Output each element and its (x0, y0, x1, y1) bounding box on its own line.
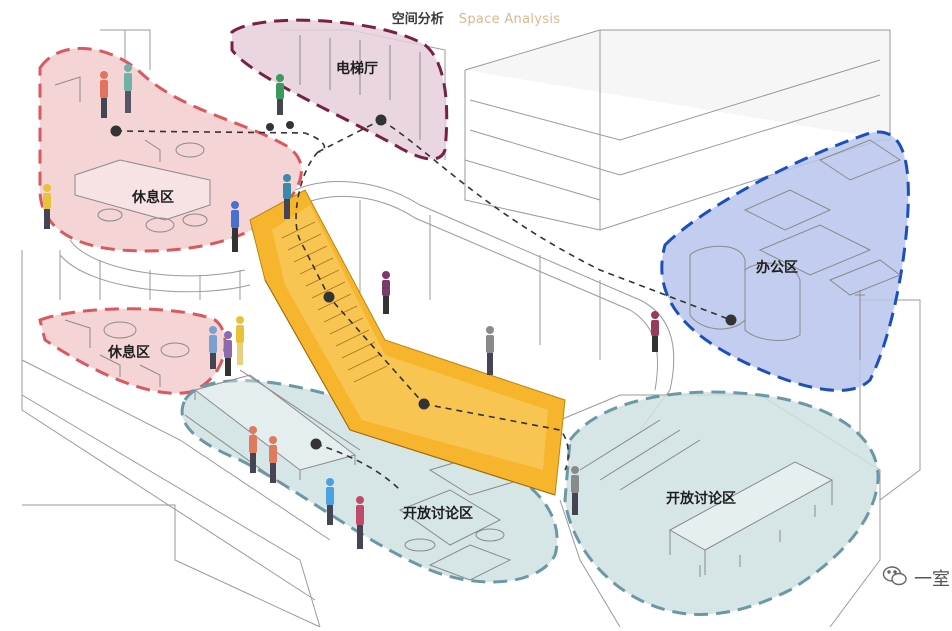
zone-elevator-hall (230, 18, 449, 161)
zone-discussion-left (180, 379, 559, 584)
person (269, 436, 277, 483)
label-lounge-lower: 休息区 (107, 344, 150, 361)
person (124, 64, 132, 113)
label-office: 办公区 (756, 259, 798, 276)
label-discussion-left: 开放讨论区 (403, 505, 473, 522)
route-node (110, 125, 122, 137)
diagram-title: 空间分析 Space Analysis (0, 8, 952, 27)
zone-office (660, 130, 910, 392)
person (236, 316, 244, 365)
central-staircase (249, 189, 566, 496)
watermark-text: 一室 (914, 569, 950, 590)
person (100, 71, 108, 118)
route-node (310, 438, 322, 450)
stair-treads (281, 221, 388, 383)
circulation-route (110, 114, 737, 491)
person (43, 184, 51, 229)
zone-lounge-lower (38, 307, 227, 395)
person (249, 426, 257, 473)
route-node (323, 291, 335, 303)
person (283, 174, 291, 219)
zone-discussion-right (563, 390, 880, 616)
person (651, 311, 659, 352)
route-node (375, 114, 387, 126)
route-node (725, 314, 737, 326)
label-elevator-hall: 电梯厅 (336, 60, 378, 77)
person (486, 326, 494, 375)
title-english: Space Analysis (458, 12, 561, 27)
watermark: 一室 (882, 565, 950, 591)
label-lounge-upper: 休息区 (131, 189, 174, 206)
label-discussion-right: 开放讨论区 (666, 490, 736, 507)
person (356, 496, 364, 549)
person (326, 478, 334, 525)
wechat-icon (882, 565, 908, 591)
person (231, 201, 239, 252)
route-node (418, 398, 430, 410)
person (266, 74, 294, 131)
person (209, 326, 217, 369)
person (382, 271, 390, 314)
people-figures (43, 64, 659, 549)
title-chinese: 空间分析 (391, 12, 444, 27)
person (224, 331, 232, 376)
person (571, 466, 579, 515)
